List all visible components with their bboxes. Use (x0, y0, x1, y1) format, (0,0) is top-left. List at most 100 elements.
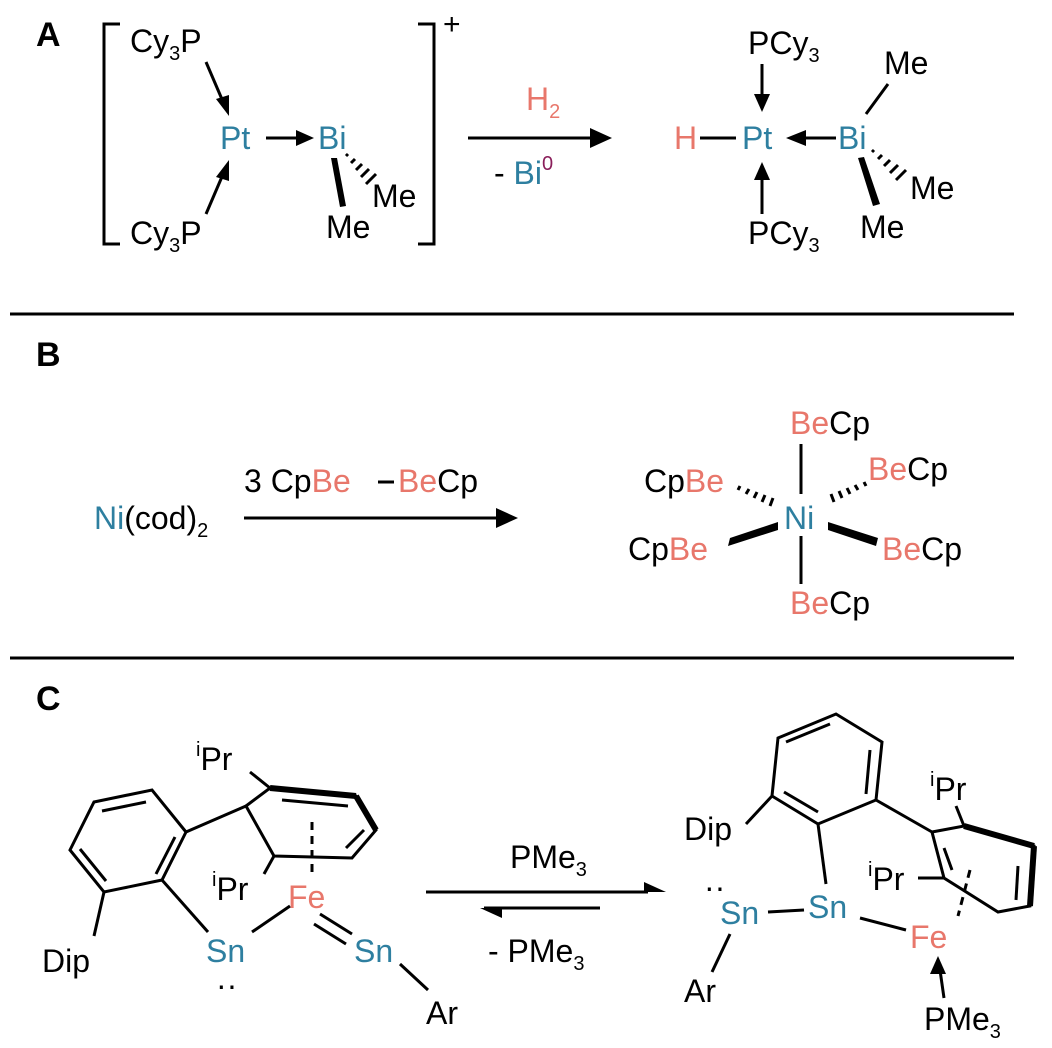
product-me-mid-label: Me (910, 170, 954, 206)
reagent-cpbe-becp: 3 CpBe (244, 463, 351, 499)
left-sn-lone-pair: ·· (216, 967, 237, 1003)
bold-wedge-ni-lower-right (828, 522, 878, 546)
left-sn-label: Sn (206, 933, 245, 969)
left-ring-inner-bond-1 (101, 800, 147, 813)
panel-b-label: B (36, 336, 61, 374)
right-flanking-bold-2 (1027, 845, 1037, 907)
dative-bond-pme3-fe (938, 969, 946, 999)
bold-wedge-bi-me (331, 158, 346, 207)
becp-upper-left: CpBe (644, 463, 724, 499)
panel-a: A + Cy3P Cy3P Pt Bi Me Me (36, 8, 954, 257)
panel-a-label: A (36, 16, 61, 54)
left-ipr-top-label: iPr (196, 739, 233, 777)
cation-charge: + (443, 8, 461, 41)
right-structure: Dip iPr iPr Sn Sn ·· Ar Fe PMe3 (684, 712, 1037, 1043)
left-ring-inner-bond-2 (154, 836, 177, 875)
arrowhead-pme3-fe (930, 956, 946, 974)
bond-sn-sn (767, 908, 805, 914)
bond-ring-sn-left (160, 879, 210, 933)
bond-sn-fe-right (859, 916, 907, 932)
reactant-pt-label: Pt (220, 120, 250, 156)
right-dip-label: Dip (684, 811, 732, 847)
reactant-me-bottom-label: Me (326, 209, 370, 245)
byproduct-pme3: - PMe3 (488, 933, 584, 975)
right-ar-label: Ar (684, 973, 716, 1009)
arrowhead-p-pt-top (216, 95, 229, 116)
right-ipr-mid-label: iPr (868, 859, 905, 897)
product-ni-label: Ni (784, 500, 814, 536)
bond-sn-fe (251, 904, 291, 934)
right-bracket (418, 22, 436, 246)
right-fe-label: Fe (910, 919, 947, 955)
product-me-bottom-label: Me (860, 209, 904, 245)
right-sn-mid-label: Sn (808, 889, 847, 925)
bond-right-ring-dip (744, 794, 774, 826)
becp-bottom: BeCp (790, 585, 870, 621)
reactant-bi-label: Bi (318, 120, 346, 156)
hashed-wedge-ni-upper-right (829, 481, 868, 503)
hashed-wedge-ni-upper-left (736, 485, 775, 507)
equilibrium-arrows[interactable]: PMe3 - PMe3 (426, 839, 666, 975)
right-sn-lone-pair: ·· (704, 869, 725, 905)
reaction-arrowhead-b (496, 508, 518, 528)
bond-ring-dip (92, 891, 106, 937)
bold-wedge-ni-lower-left (728, 522, 778, 546)
product-bi-label: Bi (838, 120, 866, 156)
dative-bond-p-pt-top (204, 61, 226, 105)
bond-ring-ipr-top (249, 770, 271, 790)
arrowhead-p-pt-bottom (216, 160, 229, 181)
right-aryl-ring (770, 712, 884, 826)
right-pme3-label: PMe3 (924, 1001, 1001, 1043)
arrowhead-pcy3-pt-top (754, 94, 770, 112)
panel-c: C Dip iPr iPr Fe (36, 680, 1037, 1043)
becp-lower-right: BeCp (882, 531, 962, 567)
product-pcy3-top-label: PCy3 (748, 25, 820, 67)
hashed-wedge-bi-me-mid (870, 148, 908, 182)
bond-ring-sn-mid (816, 823, 828, 885)
becp-lower-left: CpBe (628, 531, 708, 567)
reactant-nicod2: Ni(cod)2 (94, 500, 208, 542)
arrowhead-pt-bi (296, 130, 314, 146)
left-ipr-bottom-label: iPr (212, 869, 249, 907)
bond-ring-ring (185, 804, 247, 834)
product-pcy3-bottom-label: PCy3 (748, 215, 820, 257)
left-dip-label: Dip (42, 943, 90, 979)
bond-bi-me-top (864, 83, 890, 115)
bond-sn-ar (398, 962, 430, 992)
product-me-top-label: Me (884, 45, 928, 81)
left-fe-label: Fe (288, 879, 325, 915)
right-ipr-top-label: iPr (930, 769, 967, 807)
byproduct-bi0: - Bi0 (494, 153, 553, 191)
bond-right-ring-ring (875, 798, 933, 834)
arrowhead-bi-pt (786, 130, 806, 146)
flanking-ring-inner-1 (281, 798, 349, 808)
right-flanking-bold-1 (963, 823, 1035, 849)
right-ring-inner-bond-2 (864, 749, 872, 795)
right-fe-arene-interaction (956, 869, 972, 917)
arrowhead-pcy3-pt-bottom (754, 162, 770, 180)
left-sn-right-label: Sn (354, 933, 393, 969)
hashed-wedge-bi-me (344, 152, 378, 186)
reaction-arrowhead-a (590, 128, 612, 148)
left-ar-label: Ar (426, 995, 458, 1031)
flanking-ring-bold-2 (353, 794, 379, 832)
cy3p-bottom-label: Cy3P (130, 215, 202, 257)
bond-right-sn-ar (710, 933, 732, 973)
bond-ring-ipr-bottom (262, 855, 276, 875)
panel-b: B Ni(cod)2 3 CpBe BeCp Ni BeCp BeCp CpBe… (36, 336, 962, 621)
product-hydride-label: H (674, 120, 697, 156)
bold-wedge-bi-me-bottom (858, 157, 880, 206)
right-ring-inner-bond-3 (783, 790, 819, 814)
flanking-ring-inner-2 (344, 828, 366, 850)
right-flanking-inner-2 (942, 847, 954, 871)
becp-upper-right: BeCp (868, 451, 948, 487)
bond-right-ring-ipr-top (954, 805, 966, 827)
left-ring-inner-bond-3 (78, 848, 108, 882)
left-structure: Dip iPr iPr Fe Sn ·· Sn (42, 739, 458, 1031)
right-sn-left-label: Sn (720, 895, 759, 931)
product-pt-label: Pt (742, 120, 772, 156)
reactant-me-right-label: Me (372, 178, 416, 214)
cy3p-top-label: Cy3P (130, 23, 202, 65)
double-bond-fe-sn-2 (313, 922, 347, 946)
